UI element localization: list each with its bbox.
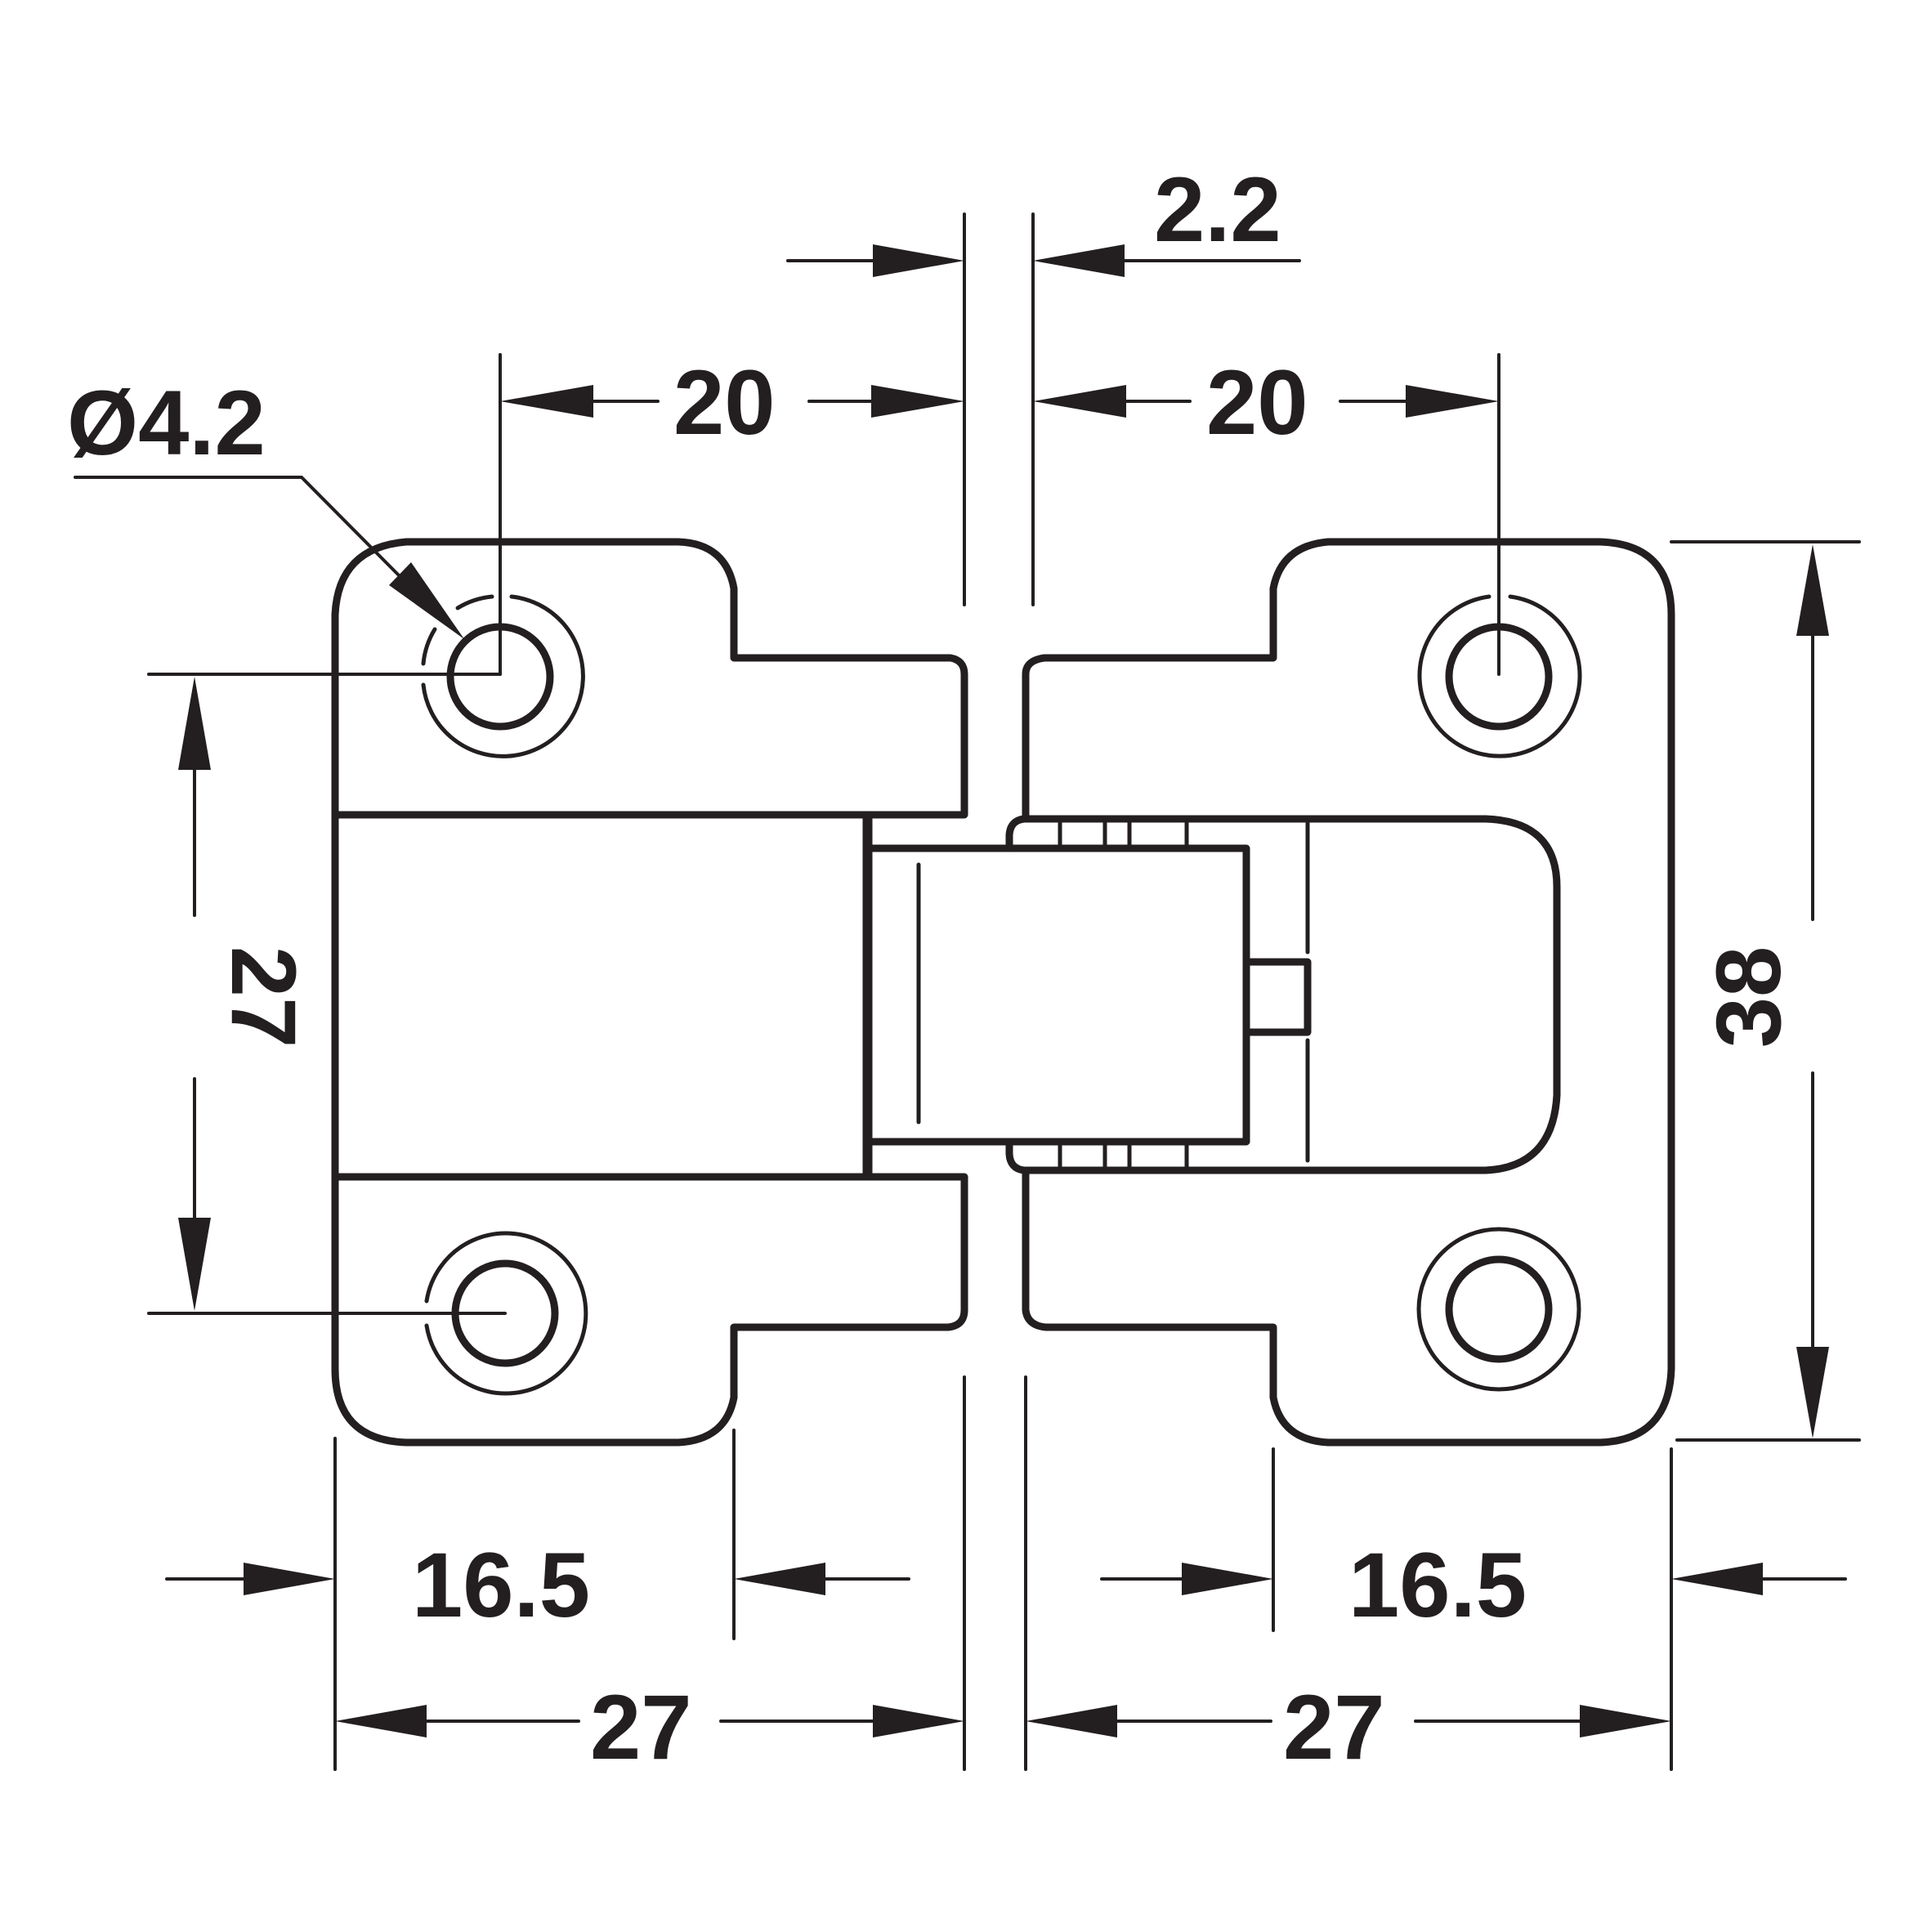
arrow-head xyxy=(1796,1347,1829,1438)
arrow-head xyxy=(873,1705,964,1737)
left-plate-outline xyxy=(331,538,968,1447)
label-hole-offset-left: 20 xyxy=(673,351,776,454)
arm-housing xyxy=(865,844,1250,1146)
label-height: 38 xyxy=(1697,946,1800,1049)
right-bottom-countersink xyxy=(1416,1227,1581,1392)
arrow-head xyxy=(873,244,964,277)
left-top-countersink-arc-short xyxy=(421,627,437,666)
left-top-countersink-arc-short xyxy=(455,594,494,610)
label-total-width-right: 27 xyxy=(1283,1676,1385,1778)
left-top-countersink-arc xyxy=(421,594,585,758)
left-hinge-plate xyxy=(331,538,968,1447)
right-plate-outline xyxy=(1022,538,1675,1447)
hinge-mechanism xyxy=(865,815,1490,1174)
arrow-head xyxy=(1671,1563,1763,1595)
right-hinge-plate xyxy=(1022,538,1675,1447)
arrow-head xyxy=(389,562,464,639)
arrow-head xyxy=(244,1563,335,1595)
label-hole-offset-right: 20 xyxy=(1206,351,1308,454)
leader-hole-diameter xyxy=(74,476,402,579)
arrow-head xyxy=(734,1563,825,1595)
label-total-width-left: 27 xyxy=(590,1676,692,1778)
arrow-head xyxy=(500,385,593,418)
arm-pin-block xyxy=(1242,958,1312,1036)
arrow-head xyxy=(178,677,211,770)
arrow-head xyxy=(871,385,964,418)
left-bottom-countersink-arc xyxy=(424,1231,588,1396)
arrow-head xyxy=(1796,544,1829,636)
right-top-countersink-arc xyxy=(1417,594,1582,758)
dimension-lines xyxy=(74,212,1861,1771)
bottom-rail xyxy=(1005,1138,1312,1174)
label-gap: 2.2 xyxy=(1154,159,1281,261)
label-body-width-left: 16.5 xyxy=(412,1534,590,1636)
label-body-width-right: 16.5 xyxy=(1348,1534,1527,1636)
right-plate-upper-outline xyxy=(1022,538,1332,823)
arrow-head xyxy=(1182,1563,1273,1595)
label-hole-spacing: 27 xyxy=(212,946,315,1049)
arrow-head xyxy=(1580,1705,1671,1737)
arrow-head xyxy=(178,1218,211,1311)
arrow-head xyxy=(1406,385,1499,418)
arrow-head xyxy=(1033,385,1126,418)
top-rail xyxy=(1005,815,1490,852)
right-bottom-screw-hole xyxy=(1445,1255,1553,1363)
right-body-outline xyxy=(1304,815,1561,1174)
arrow-head xyxy=(1033,244,1125,277)
dimension-labels: Ø4.2 2.2 20 20 27 38 16.5 16.5 27 27 xyxy=(67,159,1800,1778)
arrow-head xyxy=(1026,1705,1117,1737)
label-hole-diameter: Ø4.2 xyxy=(67,372,266,474)
arrow-head xyxy=(335,1705,427,1737)
